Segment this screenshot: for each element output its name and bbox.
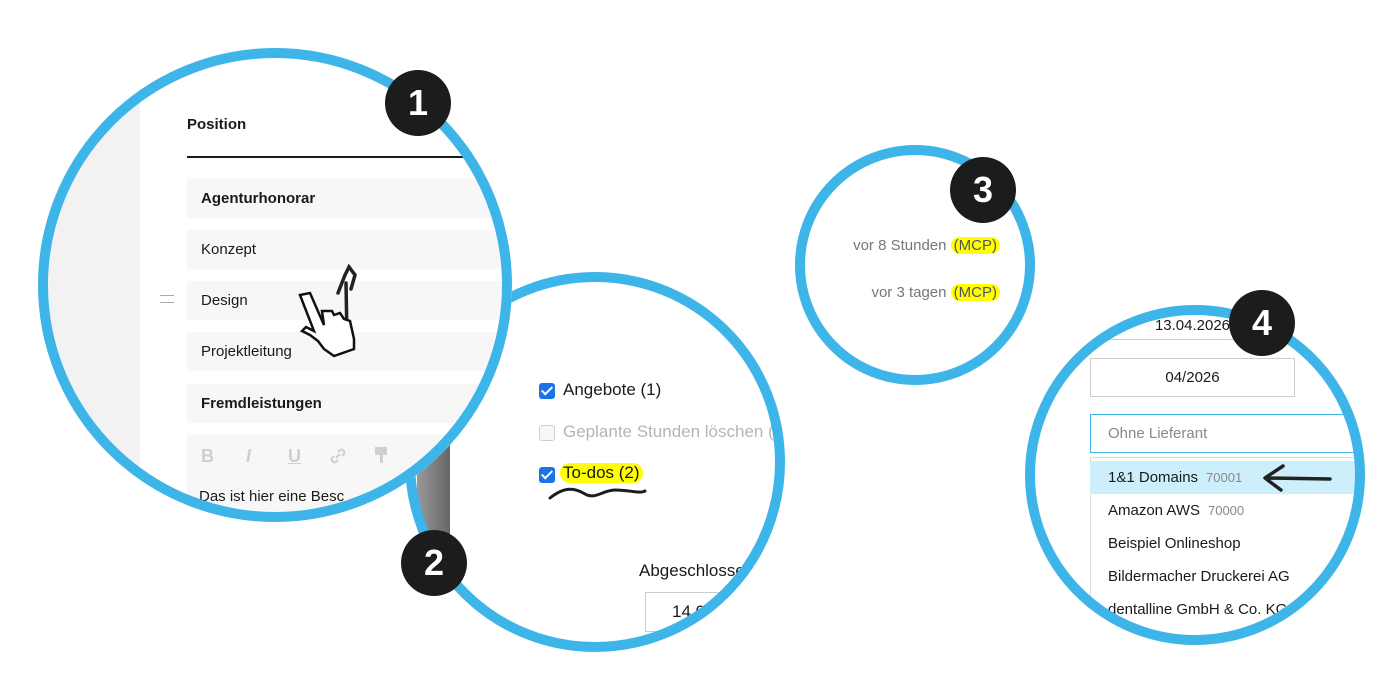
underline-button[interactable]: U xyxy=(288,446,301,466)
activity-entry: vor 3 tagen (MCP) xyxy=(871,284,1000,301)
row-design[interactable]: Design xyxy=(187,281,512,320)
date-input-value: 13.04.2026 xyxy=(1154,317,1231,334)
option-bildermacher[interactable]: Bildermacher Druckerei AG xyxy=(1090,560,1365,593)
link-icon[interactable] xyxy=(329,447,347,465)
activity-time: vor 8 Stunden xyxy=(853,237,947,254)
option-name: dentalline GmbH & Co. KG xyxy=(1108,601,1288,618)
squiggle-underline-icon xyxy=(548,487,647,500)
option-name: Amazon AWS xyxy=(1108,502,1200,519)
checkbox-geplante-stunden[interactable] xyxy=(539,425,555,441)
editor-text: Das ist hier eine Besc xyxy=(199,488,345,505)
activity-entry: vor 8 Stunden (MCP) xyxy=(853,237,1000,254)
option-beispiel-onlineshop[interactable]: Beispiel Onlineshop xyxy=(1090,527,1365,560)
mcp-tag: (MCP) xyxy=(950,237,1000,254)
paint-roller-icon[interactable] xyxy=(373,446,389,466)
activity-time: vor 3 tagen xyxy=(871,284,947,301)
option-amazon-aws[interactable]: Amazon AWS 70000 xyxy=(1090,494,1365,527)
row-fremdleistungen[interactable]: Fremdleistungen xyxy=(187,384,512,423)
rich-text-editor[interactable] xyxy=(187,435,512,522)
bold-button[interactable]: B xyxy=(201,446,214,466)
zoom-circle-4: 13.04.2026 04/2026 Ohne Lieferant 1&1 Do… xyxy=(1025,305,1365,645)
mcp-tag: (MCP) xyxy=(950,284,1000,301)
step-badge-2: 2 xyxy=(401,530,467,596)
side-panel xyxy=(38,48,140,522)
checkbox-label-todos: To-dos (2) xyxy=(560,463,643,483)
period-input[interactable]: 04/2026 xyxy=(1090,358,1295,397)
step-badge-4: 4 xyxy=(1229,290,1295,356)
period-input-value: 04/2026 xyxy=(1165,369,1220,386)
checkbox-angebote[interactable] xyxy=(539,383,555,399)
supplier-select[interactable]: Ohne Lieferant xyxy=(1090,414,1365,453)
abgeschlossen-date-input[interactable]: 14.0 xyxy=(645,592,785,632)
date-input-value: 14.0 xyxy=(672,602,706,621)
header-divider xyxy=(187,156,467,158)
step-badge-3: 3 xyxy=(950,157,1016,223)
hand-cursor-icon xyxy=(298,263,357,358)
checkbox-todos[interactable] xyxy=(539,467,555,483)
field-label-abgeschlossen: Abgeschlossen xyxy=(639,561,755,580)
drag-handle-icon[interactable] xyxy=(160,295,174,303)
option-dentalline[interactable]: dentalline GmbH & Co. KG xyxy=(1090,593,1365,626)
supplier-placeholder: Ohne Lieferant xyxy=(1108,425,1208,442)
row-agenturhonorar[interactable]: Agenturhonorar xyxy=(187,179,512,218)
step-badge-1: 1 xyxy=(385,70,451,136)
checkbox-label-geplante-stunden: Geplante Stunden löschen ( xyxy=(563,422,774,441)
option-name: Beispiel Onlineshop xyxy=(1108,535,1241,552)
italic-button[interactable]: I xyxy=(246,446,252,466)
arrow-left-annotation-icon xyxy=(1263,464,1332,492)
checkbox-label-angebote: Angebote (1) xyxy=(563,380,662,399)
option-name: Bildermacher Druckerei AG xyxy=(1108,568,1290,585)
zoom-circle-1: Position Agenturhonorar Konzept Design P… xyxy=(38,48,512,522)
position-header: Position xyxy=(187,116,247,133)
option-number: 70001 xyxy=(1206,470,1243,485)
option-name: 1&1 Domains xyxy=(1108,469,1199,486)
option-number: 70000 xyxy=(1207,503,1245,518)
row-konzept[interactable]: Konzept xyxy=(187,230,512,269)
